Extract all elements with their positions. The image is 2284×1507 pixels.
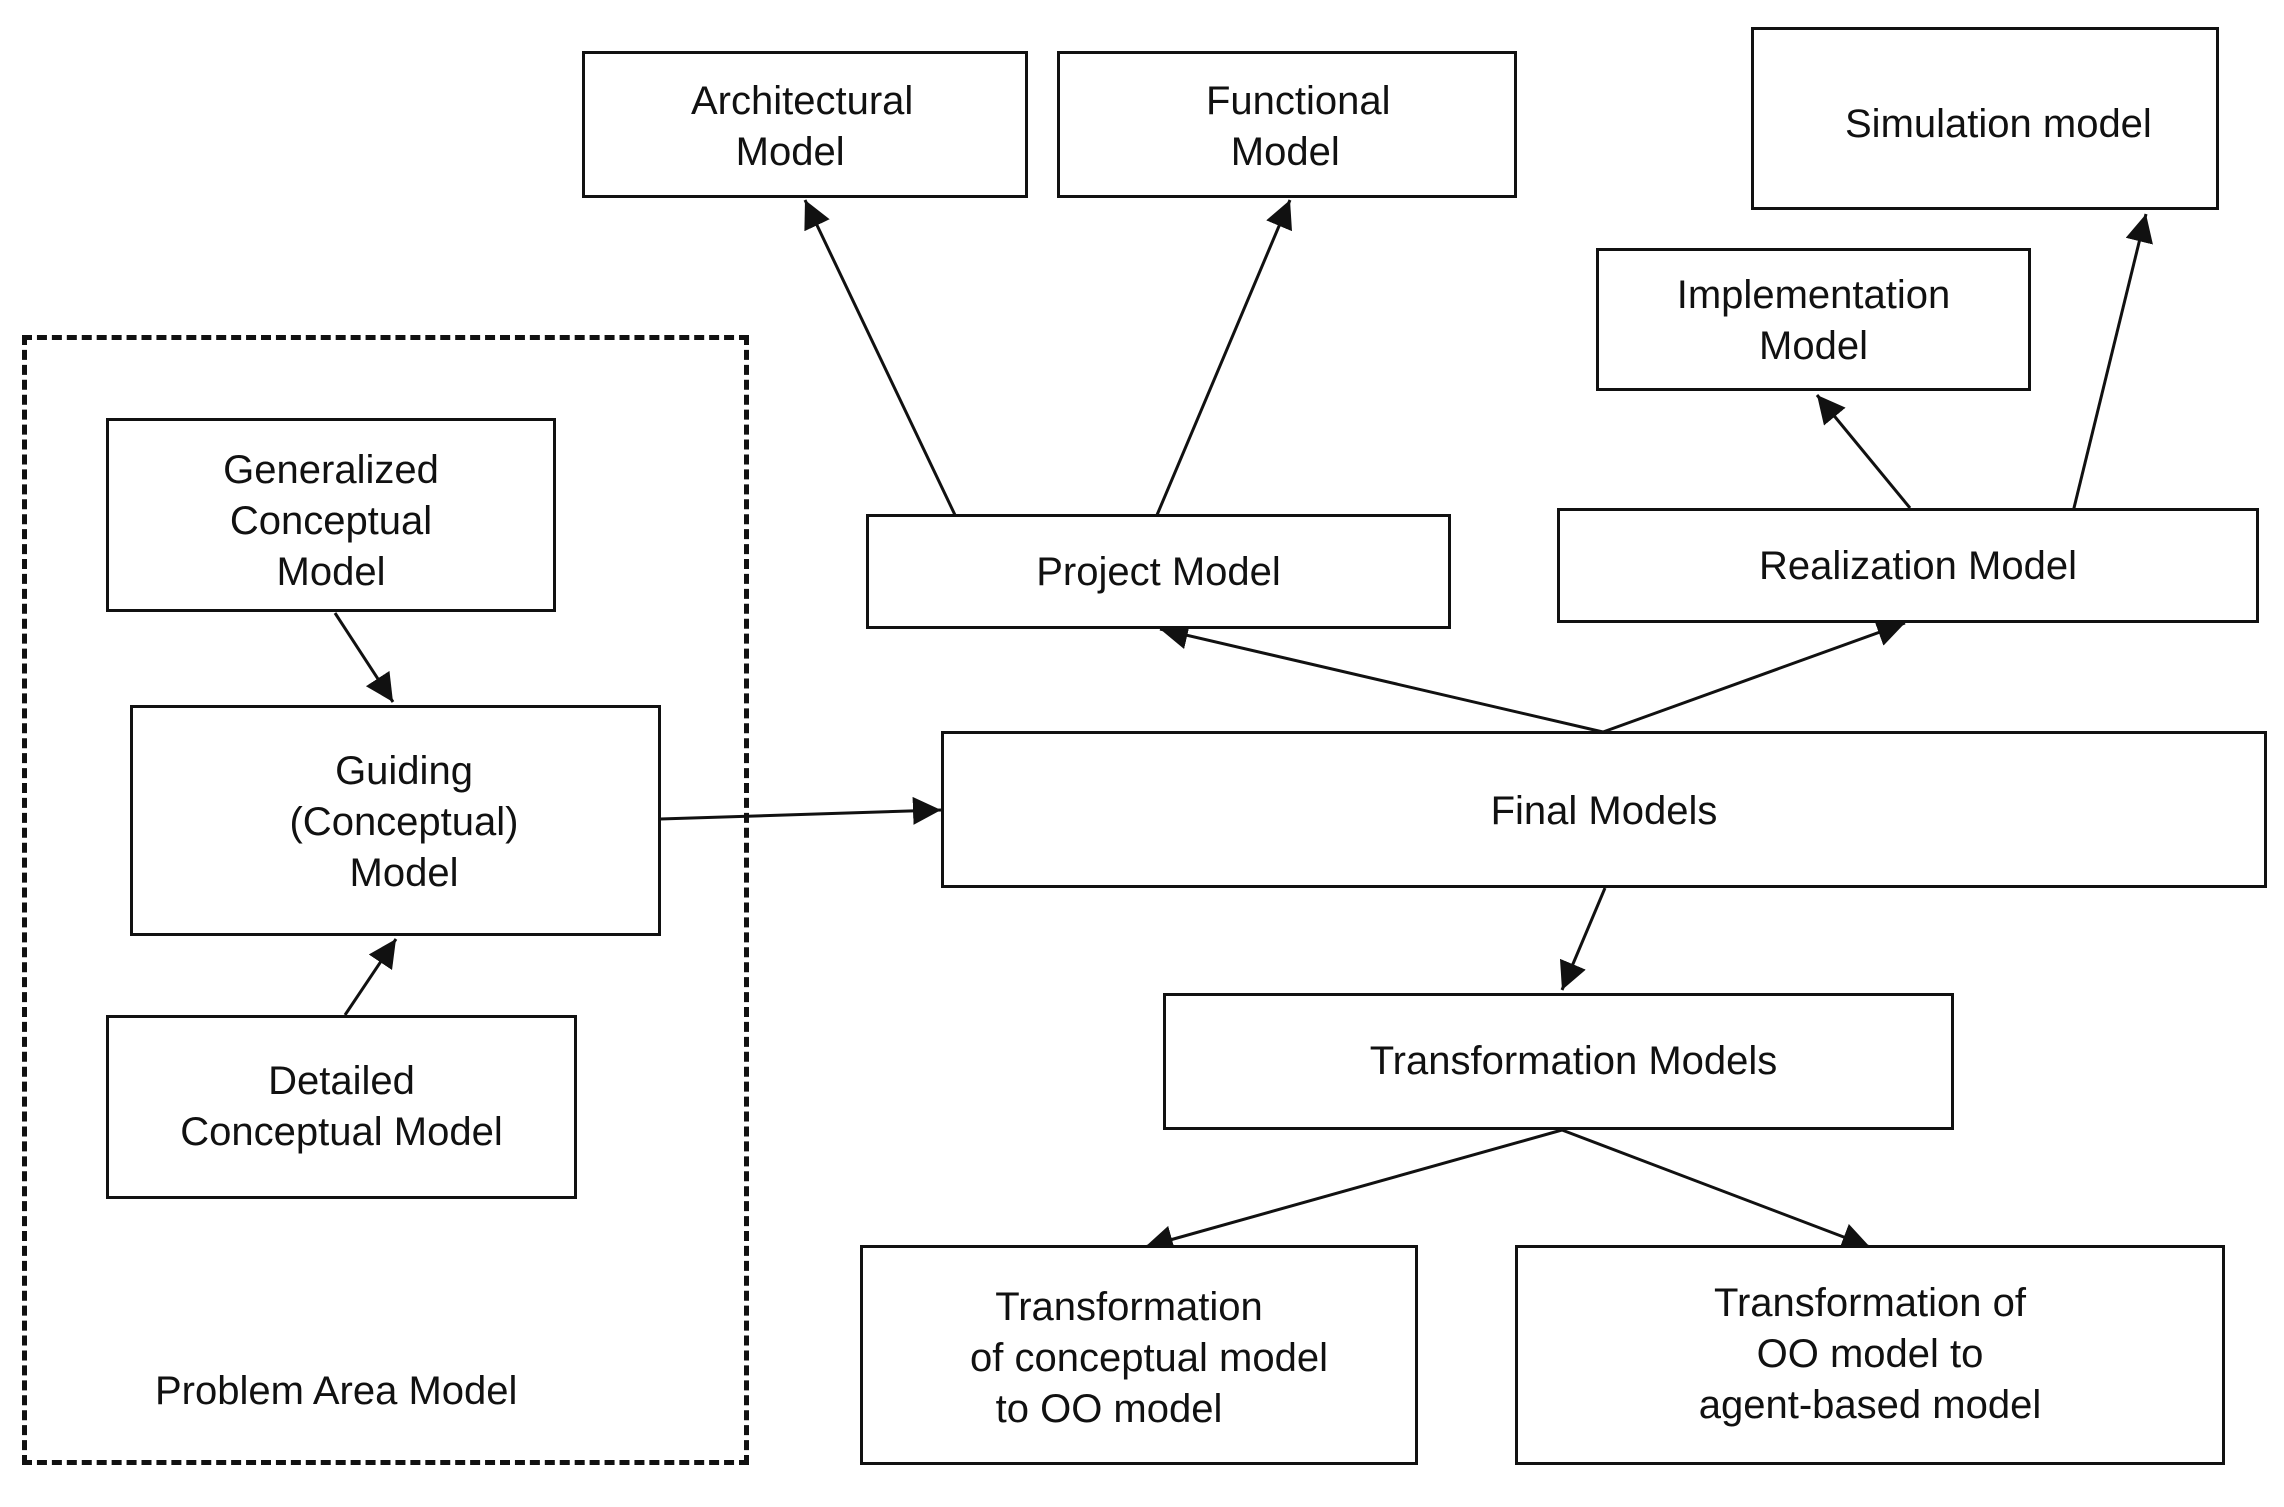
architectural-model-label: Architectural Model	[691, 76, 913, 178]
arrow-final-to-project	[1159, 621, 1604, 734]
problem-area-caption: Problem Area Model	[155, 1369, 518, 1413]
text-line: (Conceptual)	[289, 800, 519, 844]
generalized-conceptual-model-box: Generalized Conceptual Model	[106, 418, 556, 612]
guiding-conceptual-model-box: Guiding (Conceptual) Model	[130, 705, 661, 936]
arrow-transformation-to-conceptual-oo	[1144, 1128, 1563, 1253]
arrow-project-to-functional	[1155, 199, 1293, 516]
transformation-conceptual-to-oo-box: Transformation of conceptual model to OO…	[860, 1245, 1418, 1465]
architectural-model-box: Architectural Model	[582, 51, 1028, 198]
final-models-box: Final Models	[941, 731, 2267, 888]
transformation-conceptual-to-oo-label: Transformation of conceptual model to OO…	[863, 1282, 1415, 1435]
arrow-final-to-realization	[1602, 619, 1906, 734]
arrow-transformation-to-oo-agent	[1561, 1128, 1871, 1251]
text-line: Architectural	[691, 79, 914, 123]
text-line: Conceptual Model	[180, 1110, 503, 1154]
text-line: Transformation	[995, 1285, 1263, 1329]
simulation-model-label: Simulation model	[1845, 102, 2152, 146]
implementation-model-label: Implementation Model	[1599, 270, 2028, 372]
text-line: Model	[1230, 130, 1340, 174]
text-line: Functional	[1206, 79, 1391, 123]
implementation-model-box: Implementation Model	[1596, 248, 2031, 391]
text-line: Conceptual	[229, 499, 433, 543]
arrow-realization-to-implementation	[1815, 394, 1912, 509]
text-line: Model	[1759, 324, 1868, 368]
project-model-label: Project Model	[1036, 550, 1281, 594]
text-line: Detailed	[268, 1059, 415, 1103]
transformation-models-label: Transformation Models	[1369, 1039, 1778, 1083]
text-line: Model	[735, 130, 845, 174]
text-line: Model	[349, 851, 459, 895]
text-line: to OO model	[995, 1387, 1223, 1431]
transformation-oo-to-agent-label: Transformation of OO model to agent-base…	[1518, 1278, 2222, 1431]
detailed-conceptual-model-box: Detailed Conceptual Model	[106, 1015, 577, 1199]
project-model-box: Project Model	[866, 514, 1451, 629]
functional-model-box: Functional Model	[1057, 51, 1517, 198]
text-line: agent-based model	[1698, 1383, 2042, 1427]
arrow-generalized-to-guiding	[333, 612, 395, 703]
arrow-project-to-architectural	[803, 199, 957, 516]
text-line: Guiding	[335, 749, 473, 793]
text-line: OO model to	[1756, 1332, 1984, 1376]
arrow-final-to-transformation	[1559, 887, 1607, 991]
arrow-guiding-to-final	[659, 796, 942, 825]
functional-model-label: Functional Model	[1206, 76, 1391, 178]
realization-model-label: Realization Model	[1759, 544, 2077, 588]
transformation-oo-to-agent-box: Transformation of OO model to agent-base…	[1515, 1245, 2225, 1465]
text-line: Generalized	[223, 448, 439, 492]
guiding-conceptual-model-label: Guiding (Conceptual) Model	[259, 746, 549, 899]
text-line: Transformation of	[1714, 1281, 2026, 1325]
text-line: of conceptual model	[969, 1336, 1328, 1380]
generalized-conceptual-model-label: Generalized Conceptual Model	[109, 445, 553, 598]
text-line: Model	[276, 550, 386, 594]
arrow-realization-to-simulation	[2071, 213, 2153, 513]
transformation-models-box: Transformation Models	[1163, 993, 1954, 1130]
simulation-model-box: Simulation model	[1751, 27, 2219, 210]
problem-area-frame	[22, 335, 749, 1465]
final-models-label: Final Models	[1490, 789, 1718, 833]
text-line: Implementation	[1676, 273, 1951, 317]
arrow-detailed-to-guiding	[343, 938, 398, 1016]
realization-model-box: Realization Model	[1557, 508, 2259, 623]
detailed-conceptual-model-label: Detailed Conceptual Model	[109, 1056, 574, 1158]
